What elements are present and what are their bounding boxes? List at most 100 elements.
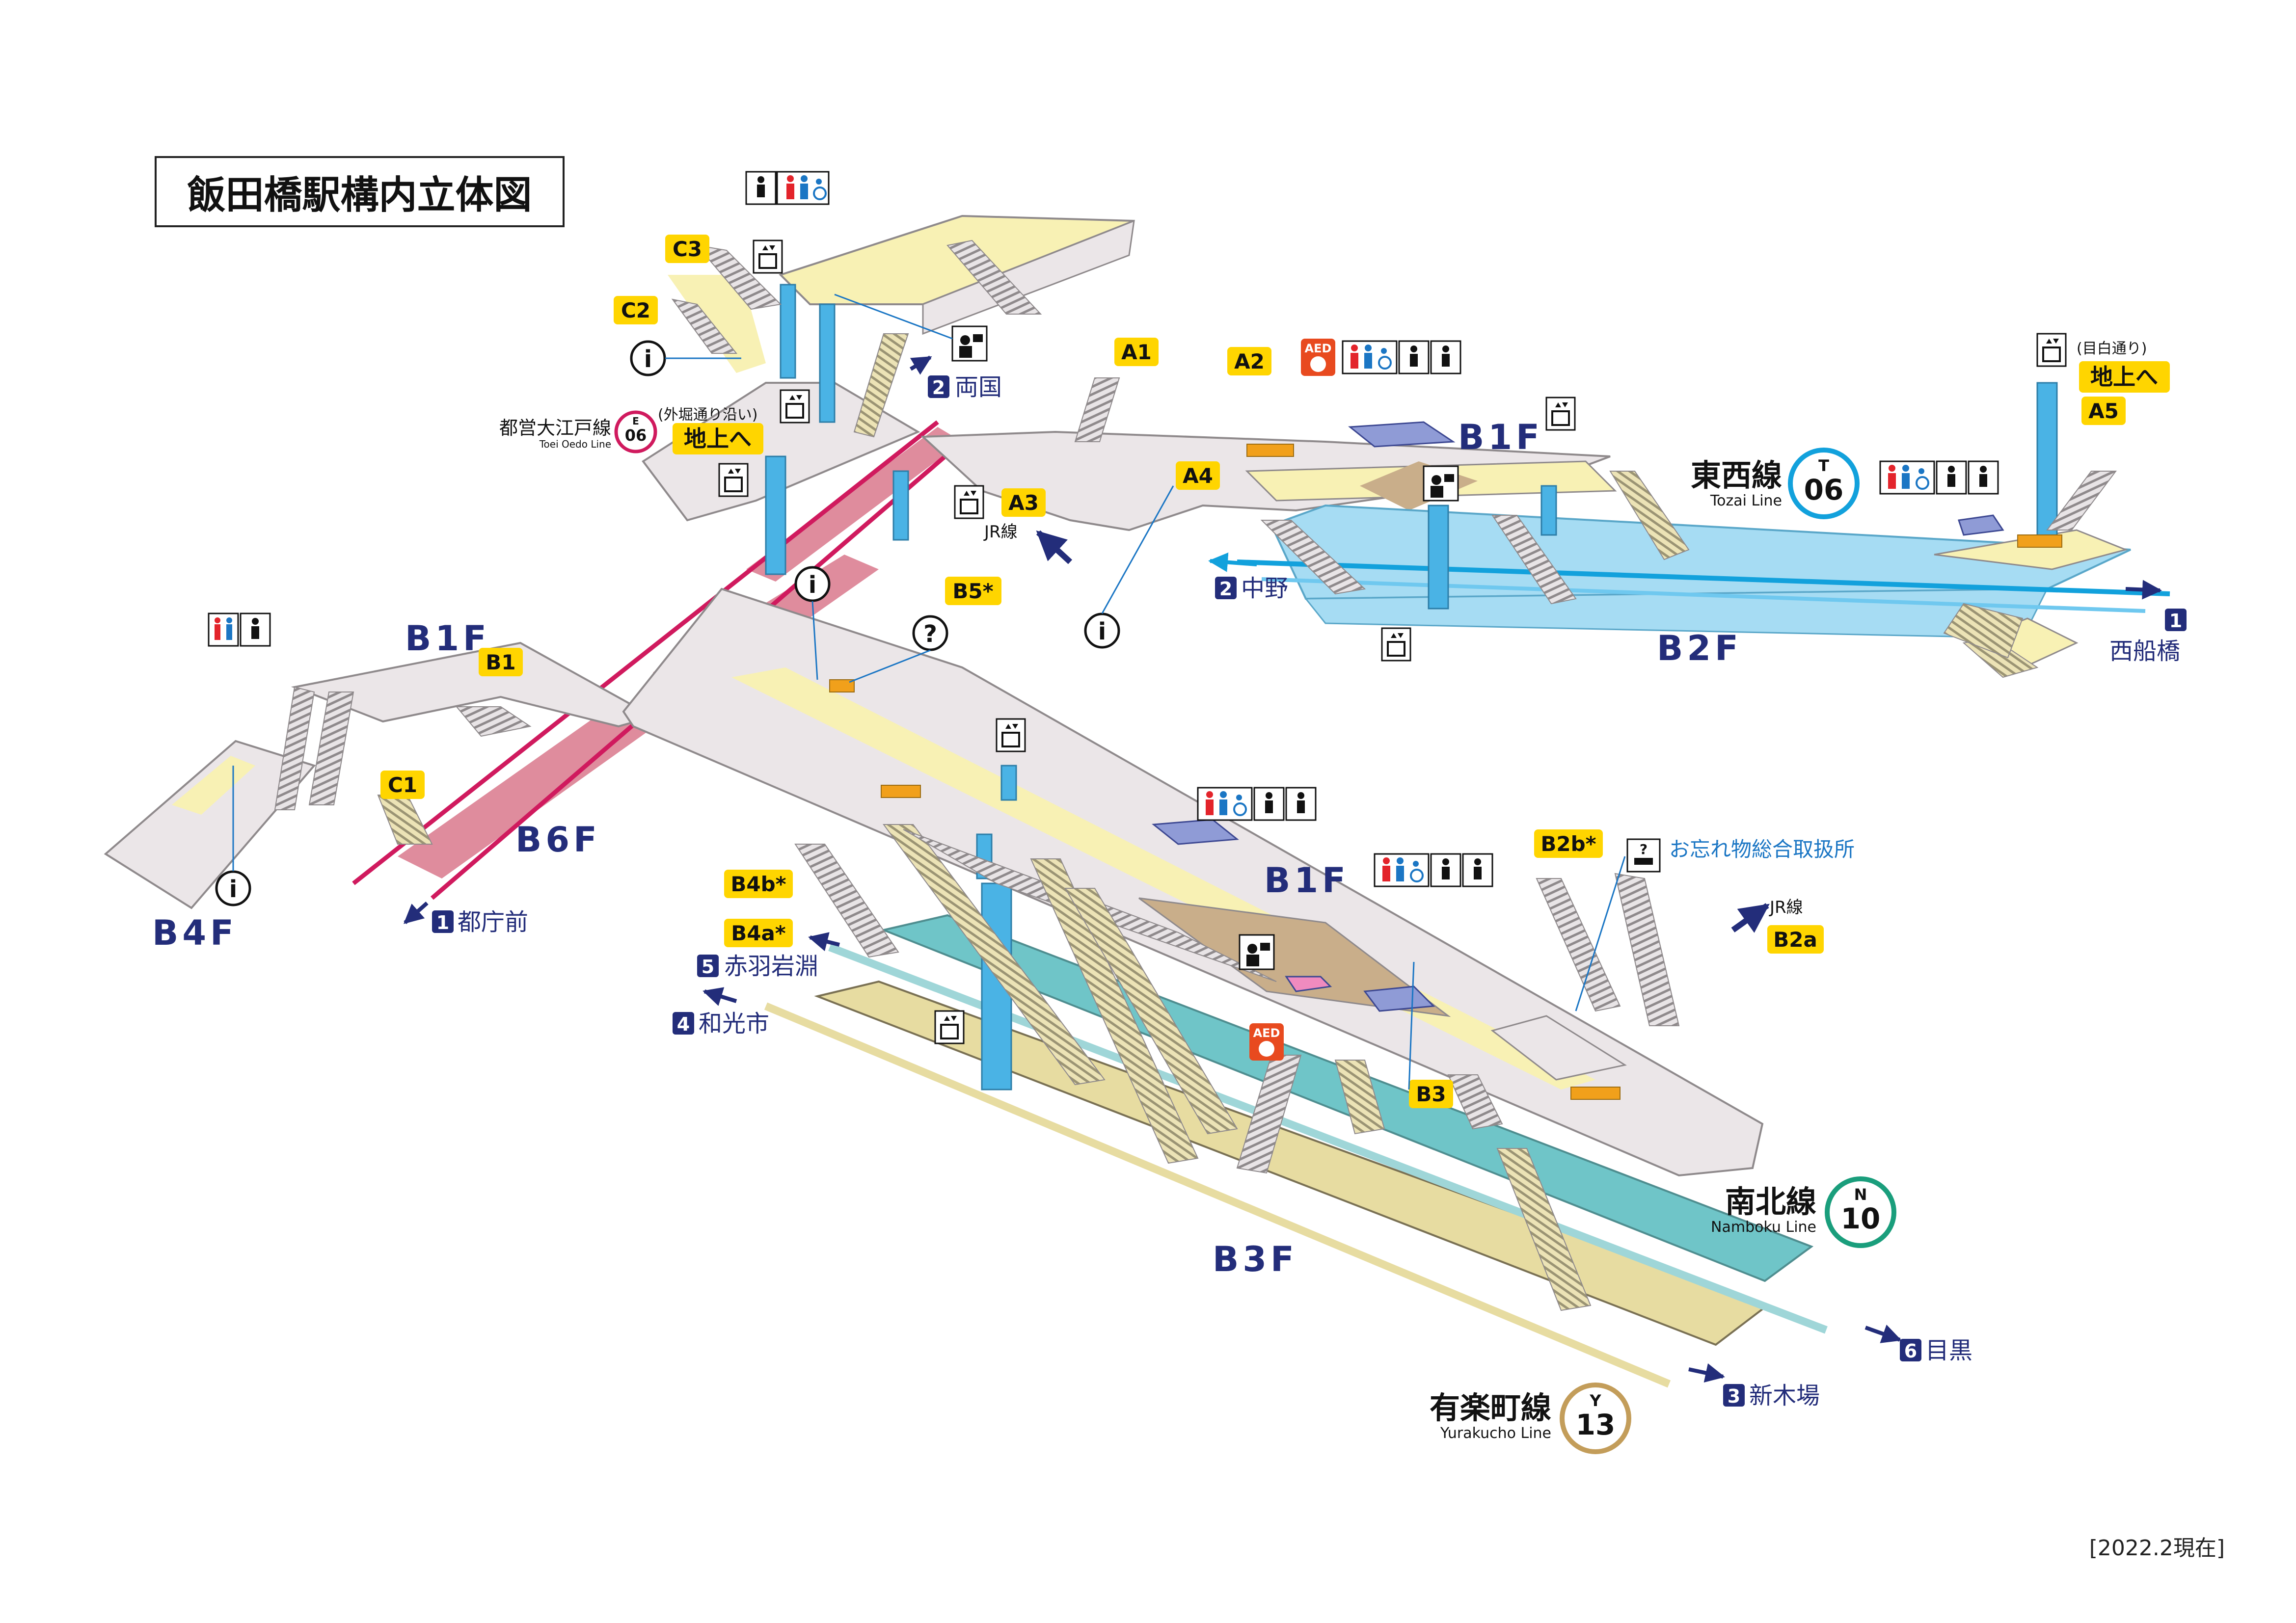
- svg-text:N: N: [1854, 1185, 1867, 1204]
- floor-label-b1f-west: B1F: [405, 618, 490, 659]
- svg-text:地上へ: 地上へ: [684, 426, 752, 452]
- leader-lines: [232, 293, 1626, 1090]
- toilet-group-a2: [1342, 340, 1461, 374]
- b4f-concourse: [104, 740, 316, 909]
- line-badge-tozai: 東西線 Tozai Line T 06: [1691, 448, 1860, 519]
- note-sotobori: (外堀通り沿い): [658, 406, 757, 424]
- elevator-icon-tozai: [1545, 397, 1576, 431]
- svg-text:中野: 中野: [1241, 575, 1288, 602]
- svg-text:3: 3: [1728, 1385, 1740, 1407]
- exit-c3: C3: [665, 235, 709, 263]
- note-jr-b2a: JR線: [1769, 898, 1803, 917]
- exit-b3: B3: [1409, 1080, 1453, 1108]
- info-icon-a4: i: [1084, 612, 1120, 649]
- svg-text:6: 6: [1904, 1340, 1917, 1362]
- svg-text:C1: C1: [388, 773, 417, 797]
- station-office-icon-tozai: [1423, 465, 1459, 502]
- svg-text:i: i: [1098, 618, 1106, 645]
- svg-text:B4a*: B4a*: [731, 921, 786, 945]
- toilet-group-a5: [1879, 460, 1999, 495]
- as-of-date: [2022.2現在]: [2089, 1536, 2225, 1561]
- svg-text:A2: A2: [1234, 349, 1265, 373]
- svg-text:A1: A1: [1121, 340, 1152, 364]
- svg-text:C2: C2: [621, 298, 650, 322]
- facility-icons: AED: [208, 171, 1999, 1061]
- floor-label-b4f: B4F: [152, 913, 238, 953]
- note-lost-found: お忘れ物総合取扱所: [1669, 837, 1855, 861]
- exit-b2b: B2b*: [1534, 829, 1603, 858]
- svg-text:Yurakucho Line: Yurakucho Line: [1440, 1425, 1551, 1442]
- svg-text:都営大江戸線: 都営大江戸線: [499, 417, 611, 439]
- svg-text:B2b*: B2b*: [1540, 832, 1596, 856]
- dir-nishifunabashi: 1 西船橋: [2109, 609, 2187, 665]
- elevator-icon-a5: [2036, 333, 2067, 367]
- exit-a4: A4: [1176, 461, 1220, 490]
- exit-a5: A5: [2081, 397, 2126, 425]
- svg-text:B1: B1: [486, 650, 515, 674]
- svg-text:10: 10: [1841, 1202, 1881, 1235]
- svg-text:C3: C3: [673, 237, 702, 261]
- svg-text:Toei Oedo Line: Toei Oedo Line: [539, 438, 611, 450]
- b1f-west-concourse: [291, 641, 656, 728]
- note-mejiro: (目白通り): [2077, 340, 2147, 357]
- exit-chijo-right: 地上へ: [2079, 361, 2170, 393]
- exit-a3: A3: [1001, 488, 1046, 517]
- svg-text:?: ?: [923, 620, 937, 648]
- floor-label-b6f: B6F: [515, 820, 601, 860]
- svg-text:06: 06: [1804, 473, 1844, 506]
- question-icon: ?: [912, 615, 948, 651]
- station-office-icon-main: [1239, 934, 1275, 970]
- toilet-group-top: [745, 171, 830, 205]
- elevator-icon-sotobori: [718, 463, 749, 497]
- svg-text:両国: 両国: [955, 373, 1002, 401]
- svg-text:都庁前: 都庁前: [458, 908, 528, 936]
- svg-text:2: 2: [932, 377, 945, 399]
- floor-label-b1f-main: B1F: [1264, 860, 1350, 901]
- svg-text:i: i: [644, 346, 652, 373]
- svg-text:?: ?: [1640, 841, 1648, 857]
- svg-text:Y: Y: [1589, 1391, 1601, 1410]
- info-icon-b5: i: [794, 566, 831, 602]
- elevator-icon-b3f: [934, 1010, 965, 1044]
- exit-labels: A1 A2 A3 A4 A5 B5* B1 B2a B2b* B3 B4a* B…: [380, 235, 2170, 1108]
- svg-text:B5*: B5*: [952, 579, 993, 603]
- elevator-icon-main: [996, 718, 1026, 752]
- svg-text:2: 2: [1219, 578, 1232, 600]
- svg-text:A3: A3: [1008, 491, 1039, 515]
- exit-c1: C1: [380, 771, 425, 799]
- dir-meguro: 6 目黒: [1900, 1337, 1972, 1364]
- info-icon-b4f: i: [215, 870, 251, 906]
- svg-text:A4: A4: [1183, 464, 1213, 488]
- direction-arrows: [404, 355, 2162, 1383]
- svg-text:5: 5: [702, 956, 714, 978]
- dir-ryogoku: 2 両国: [928, 373, 1002, 401]
- toilet-group-b2b: [1374, 853, 1493, 887]
- svg-text:T: T: [1818, 456, 1829, 475]
- svg-text:和光市: 和光市: [699, 1010, 769, 1038]
- svg-text:06: 06: [625, 426, 647, 445]
- svg-text:1: 1: [2169, 610, 2182, 632]
- floor-label-b1f-tozai: B1F: [1458, 417, 1543, 457]
- lost-found-icon: ?: [1626, 838, 1661, 873]
- svg-text:B2a: B2a: [1773, 928, 1817, 952]
- exit-chijo-left: 地上へ: [673, 423, 763, 454]
- svg-text:Tozai Line: Tozai Line: [1710, 492, 1782, 509]
- svg-text:Namboku Line: Namboku Line: [1711, 1219, 1816, 1236]
- elevator-icon-a3: [954, 485, 984, 519]
- exit-b2a: B2a: [1767, 925, 1824, 954]
- tozai-platform: [1237, 504, 2170, 639]
- b1f-north-concourse: [642, 214, 1135, 522]
- svg-text:目黒: 目黒: [1925, 1337, 1972, 1364]
- exit-b4b: B4b*: [724, 870, 793, 898]
- dir-tochomae: 1 都庁前: [432, 908, 528, 936]
- line-badge-oedo: 都営大江戸線 Toei Oedo Line E 06: [499, 410, 657, 453]
- svg-text:i: i: [809, 571, 816, 599]
- svg-text:1: 1: [436, 912, 449, 933]
- svg-text:南北線: 南北線: [1725, 1184, 1816, 1220]
- exit-b5: B5*: [945, 577, 1001, 605]
- service-rooms: [1152, 421, 2004, 1012]
- svg-text:西船橋: 西船橋: [2109, 638, 2180, 665]
